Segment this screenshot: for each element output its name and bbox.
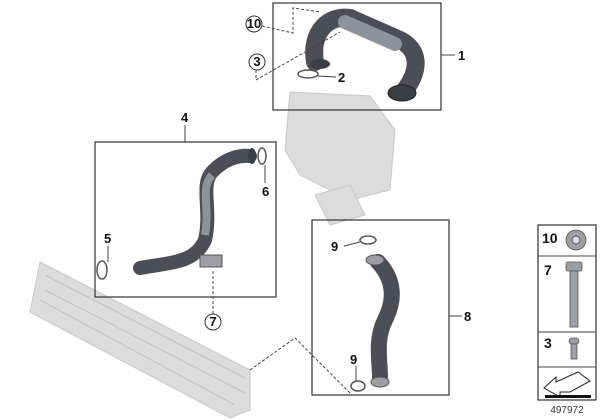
callout-6: 6 [262,184,269,199]
callout-1: 1 [458,48,465,63]
callout-3: 3 [253,54,260,69]
screw-icon [568,337,580,360]
nut-icon [565,229,587,251]
diagram-number: 497972 [550,405,584,416]
callout-circle-10 [245,15,263,33]
group-box-4 [94,141,277,298]
callout-10: 10 [247,16,261,31]
seal-ring-5 [96,260,108,280]
arrow-icon [543,371,591,398]
callout-circle-3 [248,53,266,71]
panel-item-7: 7 [544,262,552,278]
seal-ring-9-top [359,235,377,245]
group-box-1 [272,2,442,111]
intercooler [29,261,251,419]
callout-4: 4 [181,110,189,125]
panel-item-10: 10 [542,230,558,246]
callout-8: 8 [464,309,471,324]
callout-5: 5 [104,231,111,246]
seal-ring-2 [297,69,319,79]
callout-2: 2 [338,70,345,85]
charge-air-hose [365,254,400,388]
seal-ring-9-bottom [350,380,366,392]
panel-item-3: 3 [544,335,552,351]
fastener-panel: 10 7 3 497972 [537,224,597,416]
seal-ring-6 [257,147,267,165]
group-box-8 [311,219,450,396]
callout-7: 7 [209,314,216,329]
bolt-icon [565,261,583,328]
callout-9-bottom: 9 [350,352,357,367]
intake-air-duct [305,8,425,102]
callout-9-top: 9 [331,239,338,254]
charge-air-pipe [133,148,257,275]
intake-manifold-ghost [284,91,396,226]
